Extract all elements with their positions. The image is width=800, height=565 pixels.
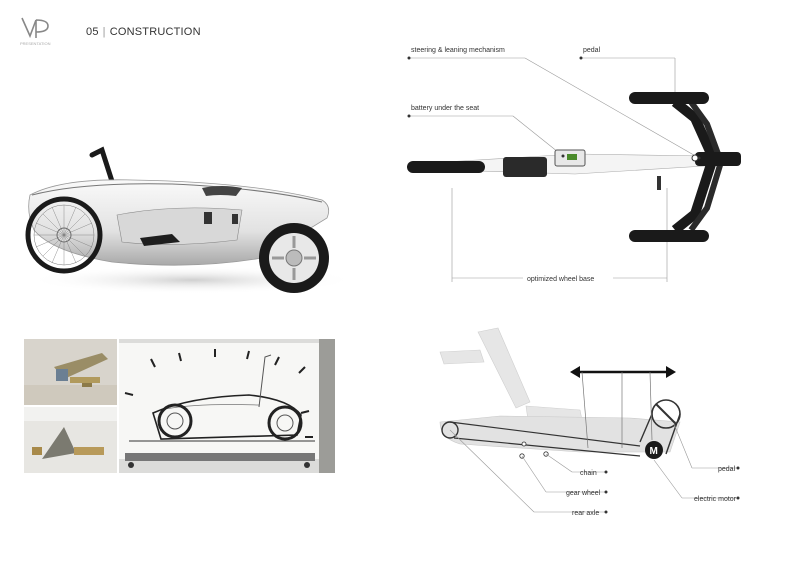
top-view-diagram: steering & leaning mechanism pedal batte… [407,47,741,283]
section-title: CONSTRUCTION [109,26,201,38]
page-title: 05|CONSTRUCTION [86,26,201,38]
motor-symbol: M [650,446,658,457]
label-rear-axle: rear axle [572,510,599,517]
photo-full-scale-sketch [119,339,335,473]
rear-wheel-render [25,196,103,274]
photo-wooden-model [24,339,117,405]
label-pedal-top: pedal [583,47,601,54]
label-steering-mechanism: steering & leaning mechanism [411,47,505,54]
drivetrain-diagram: M chain gear wheel rear axle pedal elect… [439,327,740,517]
label-wheel-base: optimized wheel base [527,276,594,283]
logo-caption: PRESENTATION [20,41,51,46]
label-electric-motor: electric motor [694,496,737,503]
adjustment-arrow [570,366,676,378]
vehicle-render [25,146,352,294]
label-gear-wheel: gear wheel [566,490,601,497]
front-wheel-render [259,223,329,293]
brand-logo: PRESENTATION [20,17,51,46]
photo-scale-model [24,407,117,473]
label-chain: chain [580,470,597,477]
battery-box [554,149,586,167]
prototype-photo-collage [24,339,335,473]
label-pedal-side: pedal [718,466,736,473]
label-battery: battery under the seat [411,105,479,112]
page-number: 05 [86,26,99,38]
